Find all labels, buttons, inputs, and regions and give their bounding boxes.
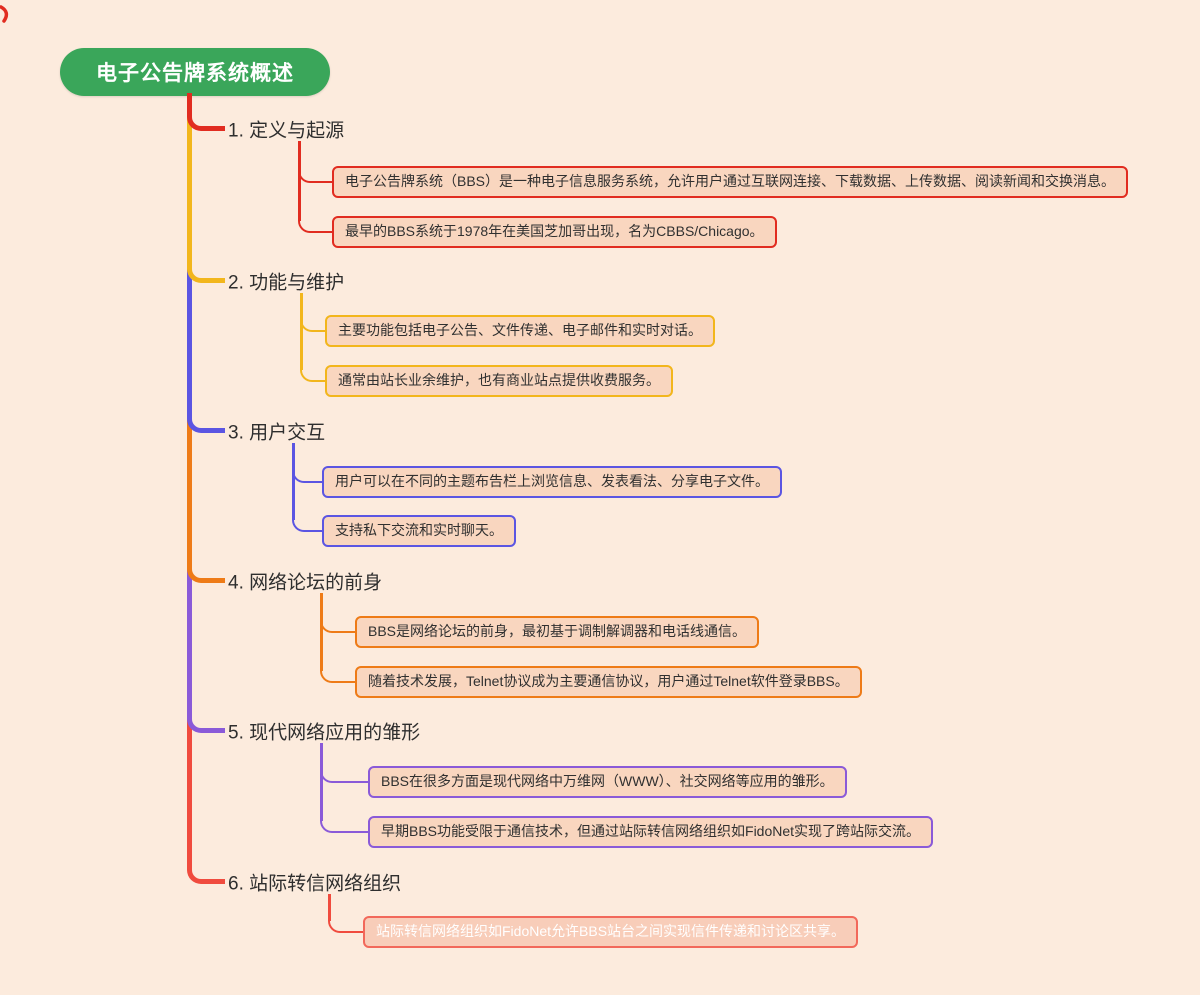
leaf-elbow-5-2 xyxy=(320,814,370,833)
trunk-segment-1 xyxy=(187,93,192,112)
leaf-node[interactable]: 早期BBS功能受限于通信技术，但通过站际转信网络组织如FidoNet实现了跨站际… xyxy=(368,816,934,848)
leaf-node[interactable]: 主要功能包括电子公告、文件传递、电子邮件和实时对话。 xyxy=(325,315,715,347)
leaf-elbow-4-1 xyxy=(320,614,357,633)
branch-elbow-1 xyxy=(187,109,225,131)
branch-elbow-3 xyxy=(187,411,225,433)
leaf-elbow-1-2 xyxy=(298,214,334,233)
leaf-node[interactable]: 站际转信网络组织如FidoNet允许BBS站台之间实现信件传递和讨论区共享。 xyxy=(363,916,859,948)
leaf-node[interactable]: 用户可以在不同的主题布告栏上浏览信息、发表看法、分享电子文件。 xyxy=(322,466,782,498)
subtrunk-3 xyxy=(292,443,295,520)
leaf-node[interactable]: BBS是网络论坛的前身，最初基于调制解调器和电话线通信。 xyxy=(355,616,760,648)
leaf-node[interactable]: 支持私下交流和实时聊天。 xyxy=(322,515,516,547)
root-node-label: 电子公告牌系统概述 xyxy=(96,62,294,85)
branch-label-user-interaction[interactable]: 3. 用户交互 xyxy=(228,422,326,444)
subtrunk-2 xyxy=(300,293,303,370)
subtrunk-4 xyxy=(320,593,323,671)
corner-artifact-mark xyxy=(0,5,9,23)
subtrunk-5 xyxy=(320,743,323,821)
leaf-node[interactable]: 通常由站长业余维护，也有商业站点提供收费服务。 xyxy=(325,365,673,397)
branch-label-modern-app-prototype[interactable]: 5. 现代网络应用的雏形 xyxy=(228,722,421,744)
trunk-segment-5 xyxy=(187,562,192,712)
subtrunk-1 xyxy=(298,141,301,221)
trunk-segment-3 xyxy=(187,262,192,412)
leaf-elbow-2-1 xyxy=(300,313,327,332)
leaf-node[interactable]: 随着技术发展，Telnet协议成为主要通信协议，用户通过Telnet软件登录BB… xyxy=(355,666,862,698)
trunk-segment-2 xyxy=(187,112,192,262)
leaf-node[interactable]: 电子公告牌系统（BBS）是一种电子信息服务系统，允许用户通过互联网连接、下载数据… xyxy=(332,166,1129,198)
leaf-elbow-6-1 xyxy=(328,914,365,933)
leaf-node[interactable]: 最早的BBS系统于1978年在美国芝加哥出现，名为CBBS/Chicago。 xyxy=(332,216,777,248)
branch-label-forum-predecessor[interactable]: 4. 网络论坛的前身 xyxy=(228,572,383,594)
branch-elbow-5 xyxy=(187,711,225,733)
branch-label-function-maintenance[interactable]: 2. 功能与维护 xyxy=(228,272,345,294)
trunk-segment-6 xyxy=(187,712,192,863)
leaf-elbow-3-2 xyxy=(292,513,324,532)
branch-elbow-4 xyxy=(187,561,225,583)
branch-elbow-2 xyxy=(187,261,225,283)
leaf-elbow-1-1 xyxy=(298,164,334,183)
branch-elbow-6 xyxy=(187,862,225,884)
trunk-segment-4 xyxy=(187,412,192,562)
leaf-node[interactable]: BBS在很多方面是现代网络中万维网（WWW）、社交网络等应用的雏形。 xyxy=(368,766,847,798)
leaf-elbow-2-2 xyxy=(300,363,327,382)
leaf-elbow-5-1 xyxy=(320,764,370,783)
leaf-elbow-4-2 xyxy=(320,664,357,683)
subtrunk-6 xyxy=(328,894,331,921)
branch-label-definition-origin[interactable]: 1. 定义与起源 xyxy=(228,120,345,142)
branch-label-intersite-relay-network[interactable]: 6. 站际转信网络组织 xyxy=(228,873,402,895)
root-node[interactable]: 电子公告牌系统概述 xyxy=(60,48,330,96)
leaf-elbow-3-1 xyxy=(292,464,324,483)
